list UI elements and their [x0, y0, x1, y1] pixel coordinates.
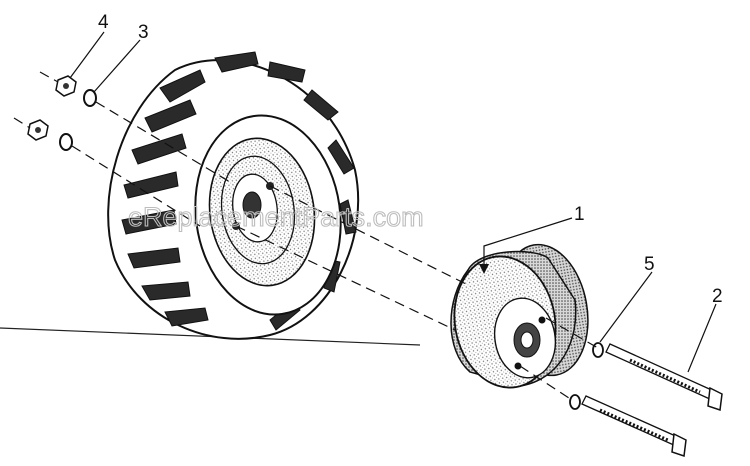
- hub-wheel-bore: [520, 331, 534, 349]
- washer-upper: [83, 89, 97, 107]
- tire-hub: [242, 191, 262, 219]
- leader-lines: [69, 31, 717, 373]
- leader-2: [687, 303, 717, 373]
- assembly-lines: [13, 71, 599, 401]
- callout-4: 4: [98, 12, 109, 33]
- leader-5: [599, 271, 653, 343]
- bolt-lower: [581, 395, 687, 458]
- arrow-1: [479, 264, 489, 274]
- callout-3: 3: [138, 22, 149, 43]
- hub-bolt-hole-top: [538, 316, 546, 324]
- hub-bolt-hole-bottom: [514, 362, 522, 370]
- callout-1: 1: [574, 204, 585, 225]
- leader-1: [483, 217, 573, 270]
- bolt-upper: [605, 343, 723, 412]
- rim-ring-mid: [220, 155, 296, 265]
- bolt-washer-upper: [592, 342, 604, 358]
- watermark-text: eReplacementParts.com: [128, 202, 424, 232]
- large-tire: [107, 51, 360, 340]
- tread-lugs: [121, 51, 357, 331]
- leader-4: [69, 31, 105, 79]
- washer-lower: [59, 133, 73, 151]
- leader-3: [93, 39, 141, 93]
- nut-upper: [55, 75, 77, 97]
- callout-5: 5: [644, 254, 655, 275]
- hub-wheel: [450, 243, 589, 389]
- bolt-washer-lower: [569, 394, 581, 410]
- nut-lower: [27, 119, 49, 141]
- callout-2: 2: [712, 286, 723, 307]
